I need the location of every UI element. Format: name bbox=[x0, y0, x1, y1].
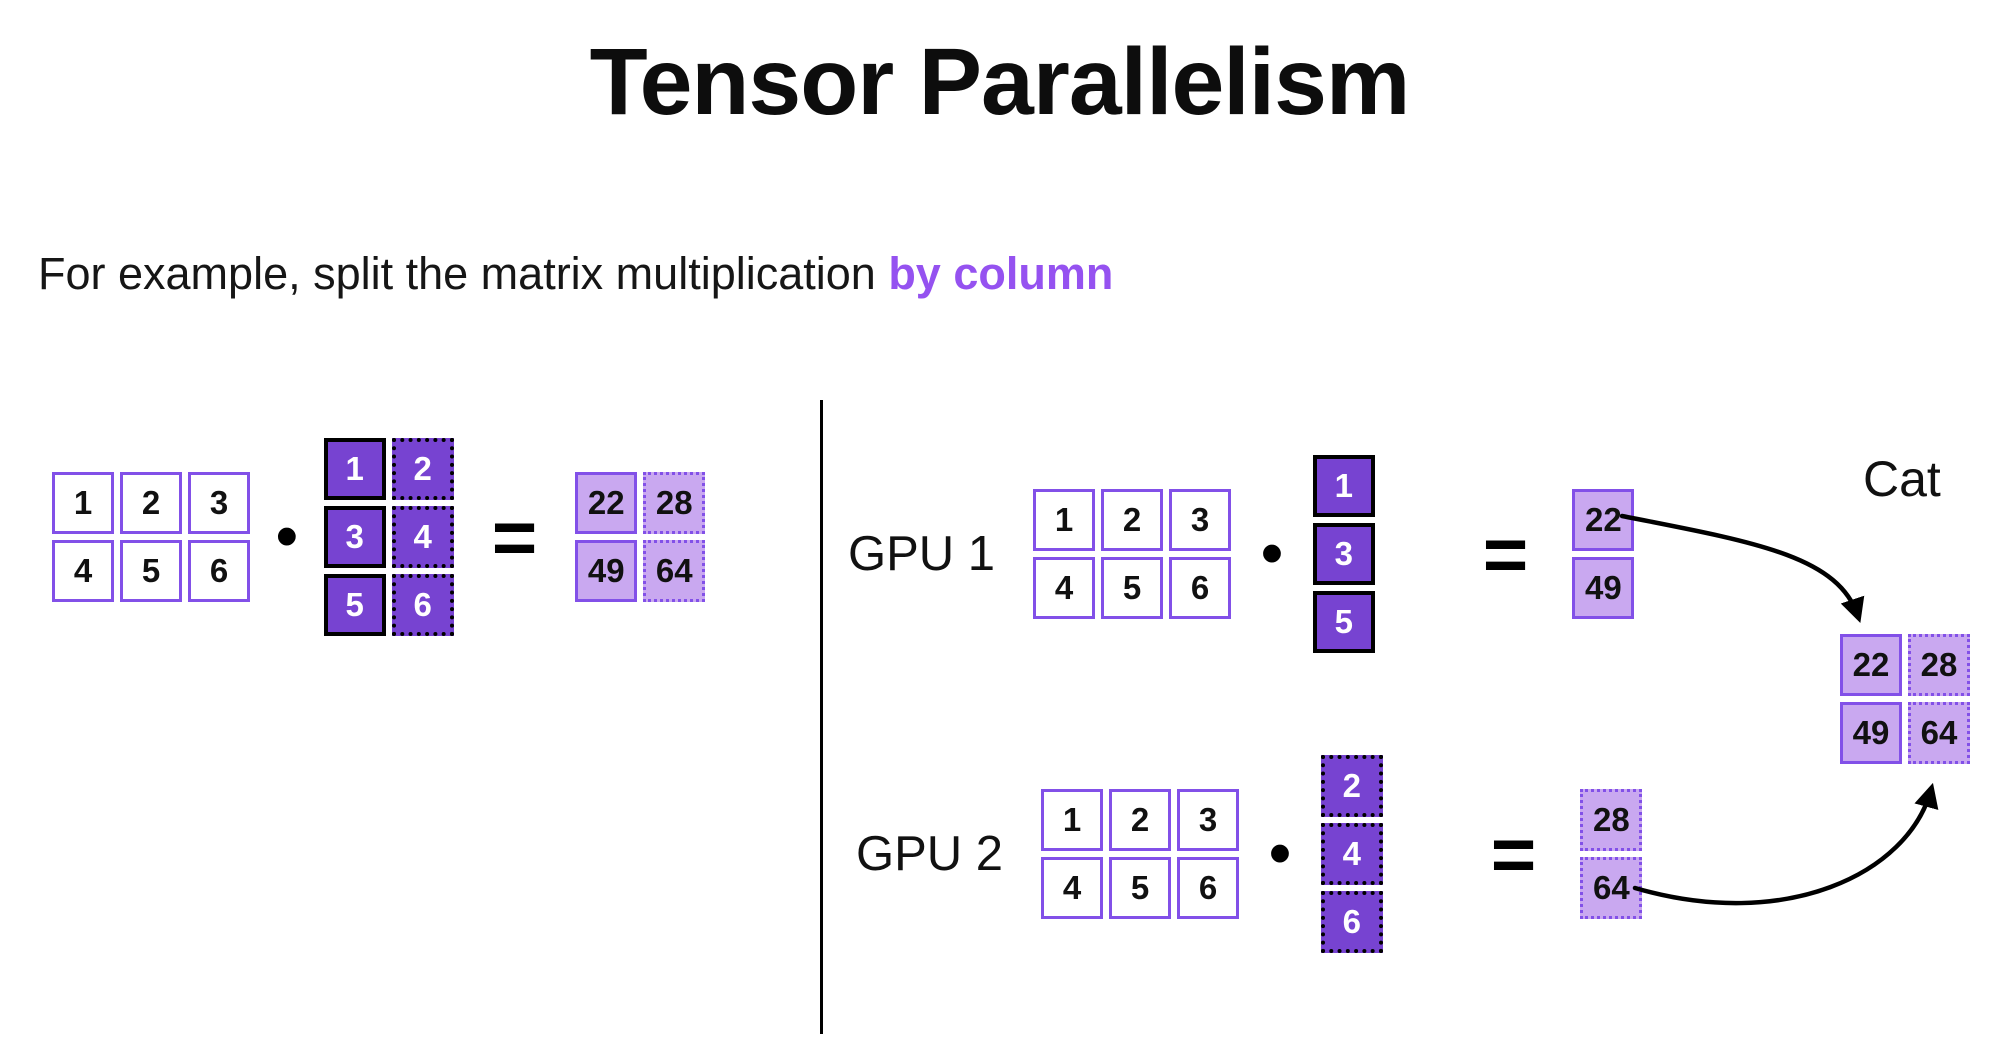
equals-sign: = bbox=[1482, 510, 1529, 598]
matrix-cell: 3 bbox=[1177, 789, 1240, 851]
matrix-cell: 49 bbox=[1840, 702, 1902, 764]
matrix-cell: 6 bbox=[391, 574, 454, 636]
matrix-cell: 1 bbox=[52, 472, 114, 534]
matrix-row: 49 bbox=[1572, 557, 1635, 619]
matrix-row: 64 bbox=[1580, 857, 1643, 919]
matrix-cell: 2 bbox=[1320, 755, 1383, 817]
matrix-cell: 28 bbox=[643, 472, 706, 534]
matrix-cell: 2 bbox=[1101, 489, 1164, 551]
matrix-cell: 5 bbox=[120, 540, 182, 602]
page-title: Tensor Parallelism bbox=[589, 29, 1411, 135]
matrix-row: 4 bbox=[1320, 823, 1383, 885]
gpu1-to-cat-arrow bbox=[1619, 513, 1865, 624]
dot-operator: • bbox=[1269, 819, 1291, 888]
matrix-cell: 64 bbox=[1908, 702, 1970, 764]
matrix-cell: 5 bbox=[1101, 557, 1164, 619]
matrix-cell: 1 bbox=[323, 438, 386, 500]
matrix-cell: 64 bbox=[1580, 857, 1643, 919]
subtitle-text: For example, split the matrix multiplica… bbox=[38, 248, 889, 299]
matrix-cell: 5 bbox=[323, 574, 386, 636]
matrix-cell: 3 bbox=[1312, 523, 1375, 585]
matrix-cell: 28 bbox=[1580, 789, 1643, 851]
matrix-row: 3 bbox=[1312, 523, 1375, 585]
matrix-cell: 6 bbox=[1177, 857, 1240, 919]
gpu1-label: GPU 1 bbox=[848, 527, 996, 581]
matrix-cell: 2 bbox=[1109, 789, 1172, 851]
matrix-cell: 22 bbox=[1572, 489, 1635, 551]
matrix-cell: 2 bbox=[391, 438, 454, 500]
matrix-cell: 5 bbox=[1312, 591, 1375, 653]
matrix-row: 5 bbox=[1312, 591, 1375, 653]
gpu2-label: GPU 2 bbox=[856, 827, 1004, 881]
matrix-row: 6 bbox=[1320, 891, 1383, 953]
dot-operator: • bbox=[276, 502, 298, 571]
matrix-cell: 1 bbox=[1041, 789, 1104, 851]
matrix-cell: 6 bbox=[188, 540, 250, 602]
cat-label: Cat bbox=[1863, 451, 1941, 507]
matrix-cell: 4 bbox=[1041, 857, 1104, 919]
matrix-cell: 49 bbox=[575, 540, 638, 602]
equals-sign: = bbox=[491, 493, 538, 581]
matrix-cell: 3 bbox=[188, 472, 250, 534]
matrix-cell: 4 bbox=[1320, 823, 1383, 885]
gpu2-to-cat-arrow bbox=[1632, 782, 1939, 906]
matrix-cell: 1 bbox=[1312, 455, 1375, 517]
subtitle: For example, split the matrix multiplica… bbox=[38, 248, 1113, 300]
section-divider bbox=[820, 400, 823, 1034]
matrix-cell: 3 bbox=[1169, 489, 1232, 551]
matrix-cell: 5 bbox=[1109, 857, 1172, 919]
matrix-cell: 2 bbox=[120, 472, 182, 534]
matrix-cell: 22 bbox=[575, 472, 638, 534]
matrix-cell: 4 bbox=[52, 540, 114, 602]
matrix-cell: 6 bbox=[1320, 891, 1383, 953]
matrix-cell: 4 bbox=[391, 506, 454, 568]
matrix-cell: 22 bbox=[1840, 634, 1902, 696]
matrix-cell: 3 bbox=[323, 506, 386, 568]
matrix-cell: 4 bbox=[1033, 557, 1096, 619]
matrix-cell: 6 bbox=[1169, 557, 1232, 619]
matrix-row: 28 bbox=[1580, 789, 1643, 851]
matrix-row: 22 bbox=[1572, 489, 1635, 551]
matrix-cell: 49 bbox=[1572, 557, 1635, 619]
subtitle-highlight: by column bbox=[888, 248, 1114, 299]
matrix-cell: 28 bbox=[1908, 634, 1970, 696]
dot-operator: • bbox=[1261, 519, 1283, 588]
matrix-row: 2 bbox=[1320, 755, 1383, 817]
matrix-cell: 64 bbox=[643, 540, 706, 602]
equals-sign: = bbox=[1490, 810, 1537, 898]
matrix-cell: 1 bbox=[1033, 489, 1096, 551]
matrix-row: 1 bbox=[1312, 455, 1375, 517]
